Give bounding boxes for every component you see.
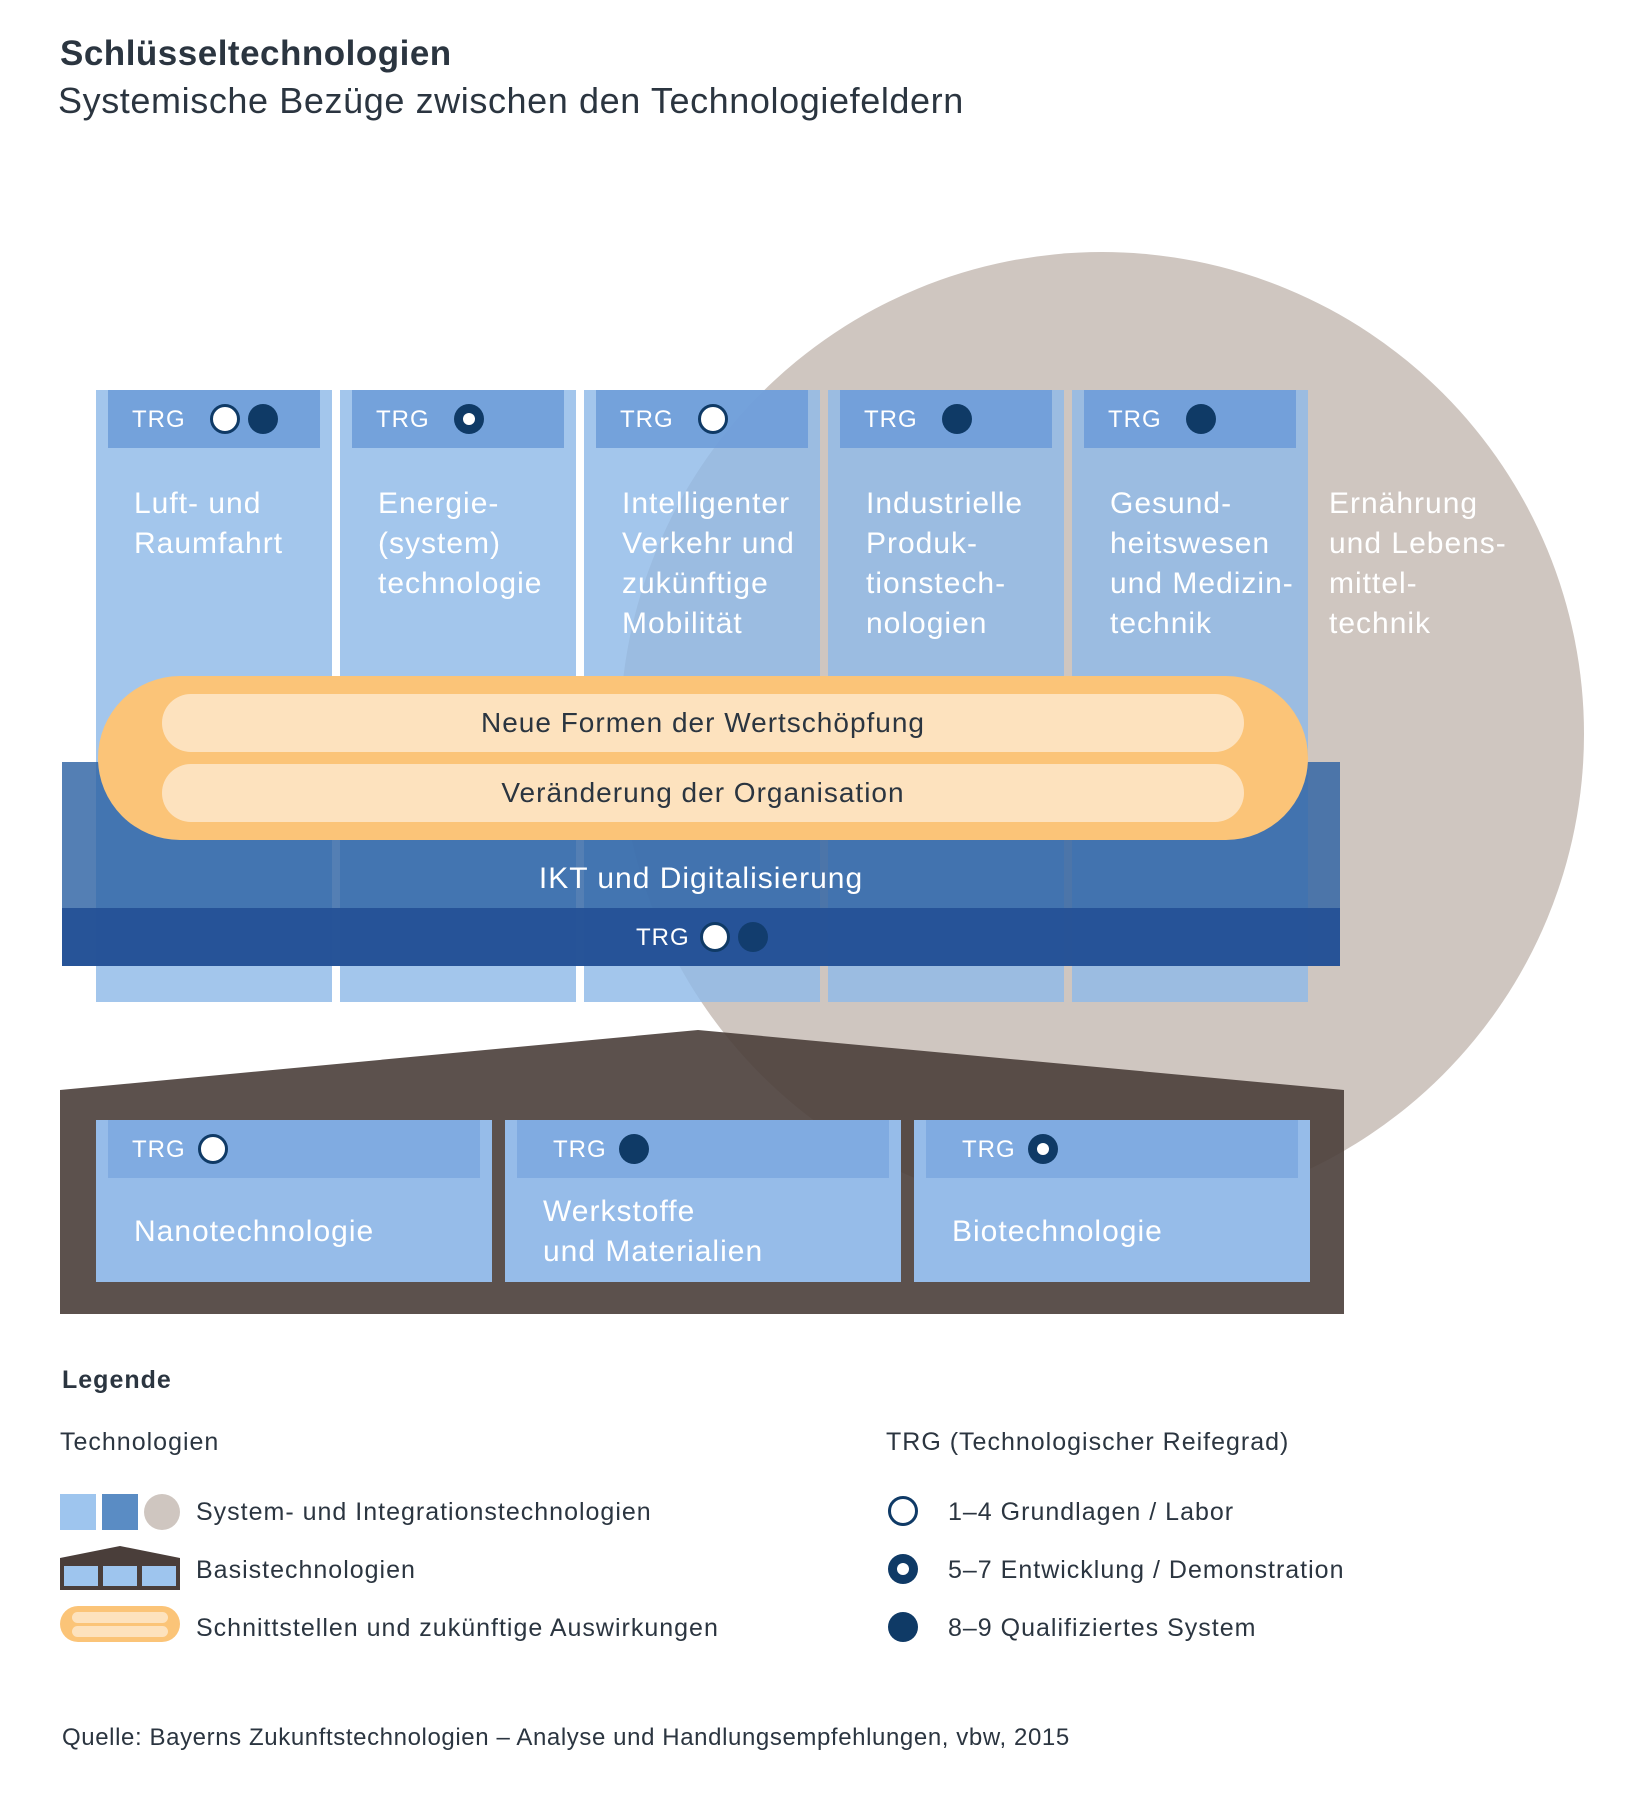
trg-text: Qualifiziertes System: [1000, 1614, 1257, 1642]
label-line: Werkstoffe: [543, 1195, 696, 1228]
label-line: Energie-: [378, 487, 500, 520]
trg-header: TRG: [352, 390, 564, 448]
legend-item-interfaces: Schnittstellen und zukünftige Auswirkung…: [196, 1614, 719, 1642]
base-materials: TRG Werkstoffe und Materialien: [505, 1120, 901, 1282]
trg-label: TRG: [553, 1136, 607, 1163]
legend-trg-item-3: 8–9 Qualifiziertes System: [948, 1614, 1256, 1643]
trg-header: TRG: [596, 390, 808, 448]
trg-label: TRG: [132, 1136, 186, 1163]
trg-label: TRG: [962, 1136, 1016, 1163]
trg-header: TRG: [840, 390, 1052, 448]
label-line: technologie: [378, 567, 543, 600]
legend-pill-icon: [60, 1606, 180, 1642]
trg-open-circle-icon: [700, 922, 730, 952]
label-line: Nanotechnologie: [134, 1215, 375, 1248]
label-line: Produk-: [866, 527, 979, 560]
trg-text: Grundlagen / Labor: [1000, 1498, 1235, 1526]
label-line: nologien: [866, 607, 988, 640]
legend-swatch-light-blue: [60, 1494, 96, 1530]
trg-range: 8–9: [948, 1614, 993, 1642]
legend-filled-circle-icon: [888, 1612, 918, 1642]
trg-filled-circle-icon: [738, 922, 768, 952]
base-label: Nanotechnologie: [134, 1212, 374, 1252]
ikt-trg-row: TRG: [62, 908, 1340, 966]
trg-label: TRG: [864, 406, 918, 433]
label-line: (system): [378, 527, 501, 560]
trg-label: TRG: [132, 406, 186, 433]
label-line: und Medizin-: [1110, 567, 1294, 600]
legend-title: Legende: [62, 1366, 172, 1394]
label-line: Luft- und: [134, 487, 262, 520]
trg-filled-circle-icon: [248, 404, 278, 434]
trg-open-circle-icon: [210, 404, 240, 434]
source-note: Quelle: Bayerns Zukunftstechnologien – A…: [62, 1724, 1070, 1751]
label-line: Intelligenter: [622, 487, 791, 520]
base-biotech: TRG Biotechnologie: [914, 1120, 1310, 1282]
column-label: Gesund- heitswesen und Medizin- technik: [1110, 484, 1300, 644]
interfaces-pill: Neue Formen der Wertschöpfung Veränderun…: [98, 676, 1308, 840]
label-line: Ernährung: [1329, 487, 1479, 520]
legend-item-base: Basistechnologien: [196, 1556, 416, 1584]
trg-filled-circle-icon: [1186, 404, 1216, 434]
trg-ring-circle-icon: [1028, 1134, 1058, 1164]
page-subtitle: Systemische Bezüge zwischen den Technolo…: [58, 80, 964, 121]
column-label: Industrielle Produk- tionstech- nologien: [866, 484, 1056, 644]
legend-swatch-dark-blue: [102, 1494, 138, 1530]
trg-header: TRG: [1084, 390, 1296, 448]
label-line: tionstech-: [866, 567, 1007, 600]
legend-tech-heading: Technologien: [60, 1428, 220, 1456]
label-line: heitswesen: [1110, 527, 1271, 560]
legend-trg-item-2: 5–7 Entwicklung / Demonstration: [948, 1556, 1344, 1585]
trg-text: Entwicklung / Demonstration: [1000, 1556, 1345, 1584]
page-title: Schlüsseltechnologien: [60, 34, 452, 73]
label-line: zukünftige: [622, 567, 769, 600]
label-line: mittel-: [1329, 567, 1418, 600]
label-line: Raumfahrt: [134, 527, 284, 560]
base-label: Biotechnologie: [952, 1212, 1163, 1252]
trg-filled-circle-icon: [619, 1134, 649, 1164]
legend-swatch-circle: [144, 1494, 180, 1530]
trg-label: TRG: [636, 924, 690, 951]
ikt-label: IKT und Digitalisierung: [538, 862, 864, 895]
trg-header: TRG: [108, 390, 320, 448]
label-line: und Materialien: [543, 1235, 764, 1268]
trg-open-circle-icon: [698, 404, 728, 434]
trg-header: TRG: [108, 1120, 480, 1178]
legend-open-circle-icon: [888, 1496, 918, 1526]
legend-house-icon: [60, 1546, 180, 1590]
label-line: technik: [1329, 607, 1432, 640]
base-nanotech: TRG Nanotechnologie: [96, 1120, 492, 1282]
trg-ring-circle-icon: [454, 404, 484, 434]
legend-trg-item-1: 1–4 Grundlagen / Labor: [948, 1498, 1234, 1527]
interface-value-creation: Neue Formen der Wertschöpfung: [162, 694, 1244, 752]
label-line: Gesund-: [1110, 487, 1233, 520]
label-line: Industrielle: [866, 487, 1024, 520]
trg-filled-circle-icon: [942, 404, 972, 434]
label-line: technik: [1110, 607, 1213, 640]
trg-label: TRG: [1108, 406, 1162, 433]
legend-item-system: System- und Integrationstechnologien: [196, 1498, 652, 1526]
trg-label: TRG: [620, 406, 674, 433]
trg-header: TRG: [926, 1120, 1298, 1178]
label-line: Biotechnologie: [952, 1215, 1163, 1248]
column-label: Intelligenter Verkehr und zukünftige Mob…: [622, 484, 812, 644]
legend-trg-heading: TRG (Technologischer Reifegrad): [886, 1428, 1290, 1456]
column-label: Energie- (system) technologie: [378, 484, 568, 604]
trg-open-circle-icon: [198, 1134, 228, 1164]
legend-ring-circle-icon: [888, 1554, 918, 1584]
trg-header: TRG: [517, 1120, 889, 1178]
circle-label: Ernährung und Lebens- mittel- technik: [1329, 484, 1507, 644]
trg-range: 1–4: [948, 1498, 993, 1526]
label-line: Verkehr und: [622, 527, 795, 560]
column-label: Luft- und Raumfahrt: [134, 484, 324, 564]
interface-organisation: Veränderung der Organisation: [162, 764, 1244, 822]
label-line: Mobilität: [622, 607, 743, 640]
trg-label: TRG: [376, 406, 430, 433]
base-label: Werkstoffe und Materialien: [543, 1192, 763, 1272]
trg-range: 5–7: [948, 1556, 993, 1584]
label-line: und Lebens-: [1329, 527, 1507, 560]
